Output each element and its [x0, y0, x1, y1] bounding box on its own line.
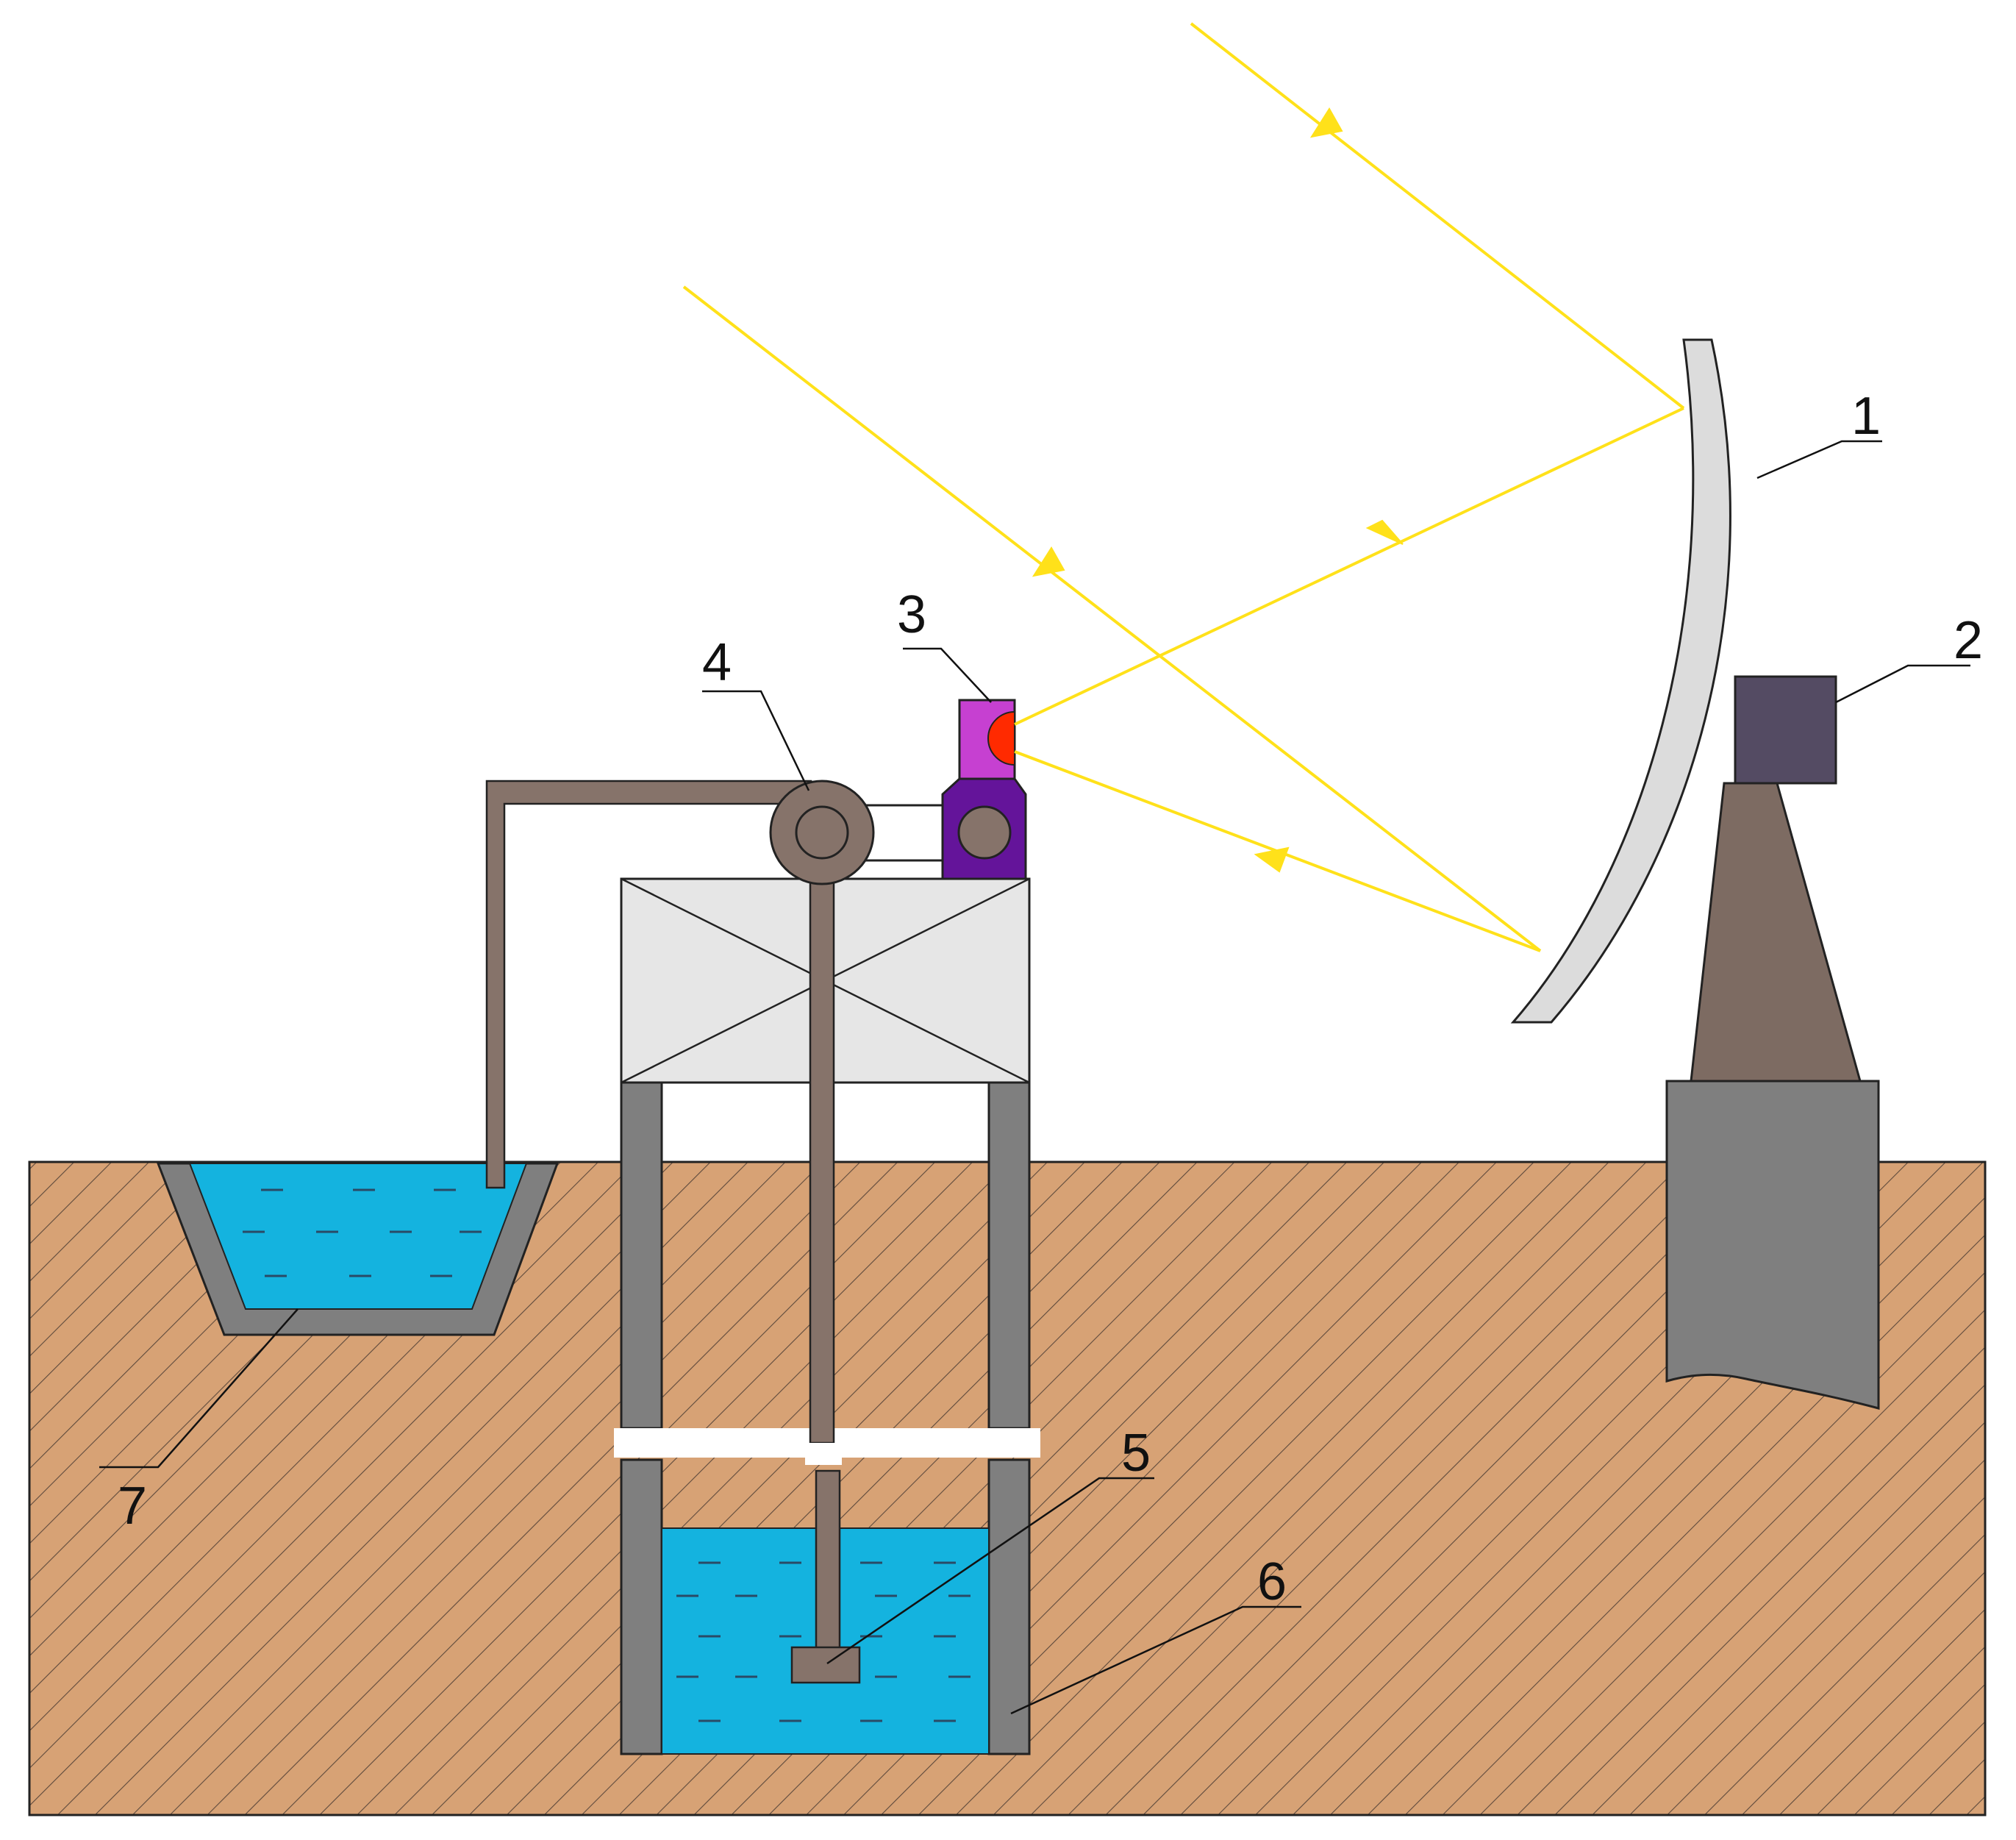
- pulley-inner: [795, 805, 849, 860]
- rod-lower: [815, 1469, 841, 1656]
- stand-post: [1665, 1080, 1880, 1410]
- parabolic-mirror: [1510, 338, 1731, 1024]
- ray-arrow-3: [1365, 519, 1404, 545]
- stand-cone: [1690, 782, 1862, 1083]
- pipe-body: [485, 780, 812, 1189]
- callout-1: 1: [1851, 387, 1881, 446]
- delivery-pipe: [485, 780, 812, 1189]
- tracker-box: [1734, 675, 1837, 785]
- reservoir-water: [188, 1163, 528, 1310]
- receiver-engine: [941, 699, 1027, 880]
- callout-2: 2: [1954, 611, 1983, 670]
- callout-7: 7: [118, 1477, 147, 1536]
- well-water-dashes: [676, 1561, 971, 1722]
- callout-leaders: [99, 440, 1970, 1715]
- well-wall-right-lower: [987, 1458, 1031, 1755]
- mirror-stand: [1665, 675, 1880, 1410]
- ray-arrow-1: [1309, 107, 1343, 138]
- receiver-focus: [987, 710, 1015, 766]
- well-wall-left-upper: [620, 1081, 663, 1430]
- pulley-assembly: [769, 780, 989, 885]
- callout-5: 5: [1121, 1424, 1151, 1483]
- well-wall-left-lower: [620, 1458, 663, 1755]
- pump-rod: [790, 831, 861, 1684]
- receiver-flywheel: [957, 805, 1012, 860]
- well-wall-right-upper: [987, 1081, 1031, 1430]
- reflected-ray-upper: [1014, 407, 1684, 726]
- sun-rays: [682, 22, 1685, 952]
- reservoir-water-dashes: [243, 1188, 482, 1277]
- callout-6: 6: [1257, 1552, 1287, 1611]
- callout-4: 4: [702, 633, 732, 692]
- ray-arrow-2: [1032, 546, 1065, 577]
- surface-reservoir: [156, 1162, 560, 1336]
- ray-arrow-4: [1254, 846, 1290, 873]
- callout-3: 3: [897, 585, 926, 644]
- pump-head: [790, 1646, 861, 1684]
- callout-labels: 1 2 3 4 5 6 7: [118, 387, 1983, 1611]
- rod-upper: [809, 831, 835, 1444]
- incident-ray-lower: [682, 285, 1542, 952]
- rod-gap: [805, 1443, 842, 1465]
- incident-ray-upper: [1190, 22, 1685, 410]
